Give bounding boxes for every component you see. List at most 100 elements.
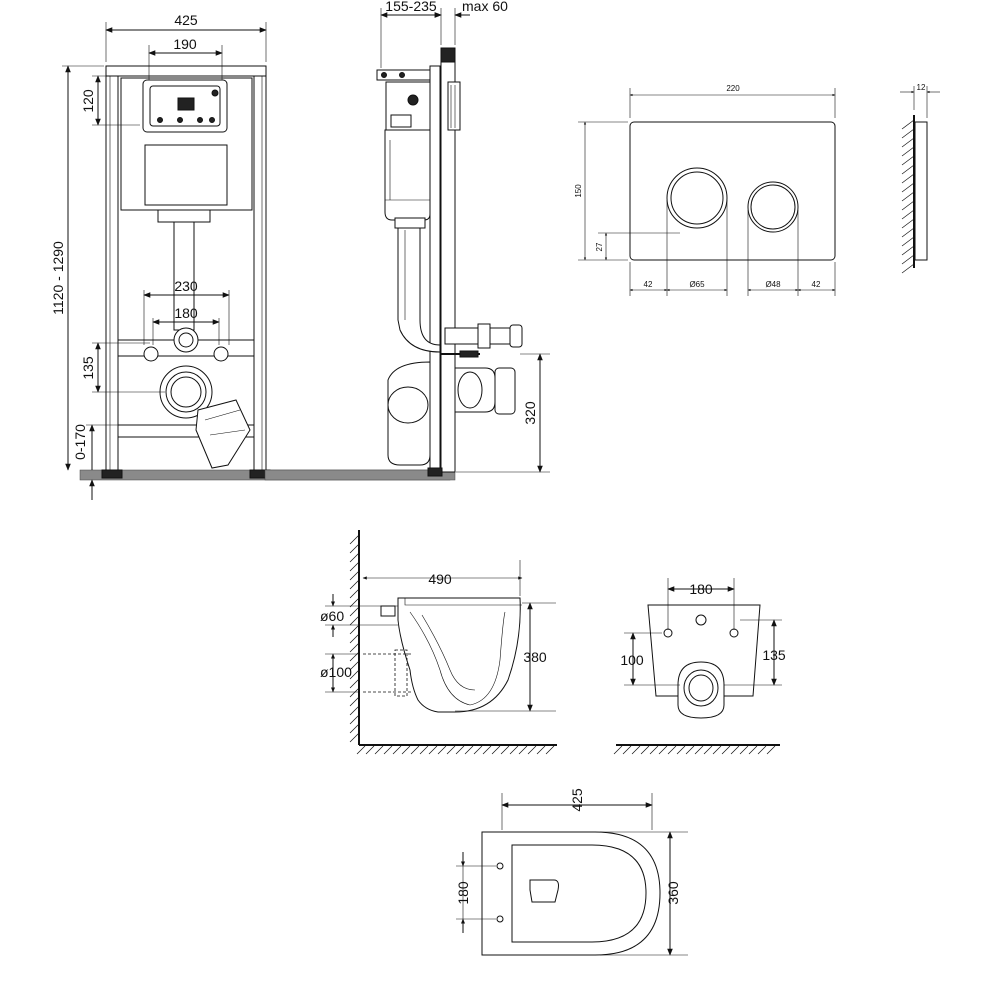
hatch-line <box>694 745 704 755</box>
bowl-back-floor-hatch <box>613 745 776 755</box>
dim-top-bolts: 180 <box>455 881 471 905</box>
dim-back-135: 135 <box>762 647 786 663</box>
dim-back-bolts: 180 <box>689 581 713 597</box>
hatch-line <box>545 745 555 755</box>
hatch-line <box>419 745 429 755</box>
dim-wall-max: max 60 <box>462 0 508 14</box>
hatch-line <box>901 227 915 238</box>
hatch-line <box>676 745 686 755</box>
dim-bowl-height: 380 <box>523 649 547 665</box>
hatch-line <box>349 732 360 743</box>
hatch-line <box>349 633 360 644</box>
hatch-line <box>901 146 915 157</box>
hatch-line <box>730 745 740 755</box>
dim-margin-right: 42 <box>812 280 821 289</box>
dim-135: 135 <box>80 356 96 380</box>
hatch-line <box>349 705 360 716</box>
hatch-line <box>527 745 537 755</box>
hatch-line <box>901 236 915 247</box>
bowl-side-view: 490 ø60 ø100 380 <box>320 530 557 755</box>
hatch-line <box>383 745 393 755</box>
frame-front-view: 425 190 120 1120 - 1290 230 180 135 0 <box>50 12 451 500</box>
hatch-line <box>649 745 659 755</box>
hatch-line <box>349 552 360 563</box>
dim-outer-pipes: 230 <box>174 278 198 294</box>
hatch-line <box>901 164 915 175</box>
dim-inner-pipes: 180 <box>174 305 198 321</box>
dim-plate-width: 220 <box>726 84 740 93</box>
left-upright <box>105 65 119 473</box>
dim-320: 320 <box>522 401 538 425</box>
hatch-line <box>473 745 483 755</box>
hatch-line <box>901 155 915 166</box>
hatch-line <box>392 745 402 755</box>
hatch-line <box>613 745 623 755</box>
hatch-line <box>349 624 360 635</box>
dim-bowl-length: 490 <box>428 571 452 587</box>
hatch-line <box>901 137 915 148</box>
dim-top-height: 120 <box>80 89 96 113</box>
hatch-line <box>464 745 474 755</box>
flush-plate-front: 220 150 27 42 Ø65 Ø48 42 <box>574 84 836 296</box>
hatch-line <box>901 209 915 220</box>
hatch-line <box>748 745 758 755</box>
hatch-line <box>703 745 713 755</box>
hatch-line <box>349 660 360 671</box>
hatch-line <box>365 745 375 755</box>
hatch-line <box>349 669 360 680</box>
frame-side-view: 155-235 max 60 320 <box>264 0 550 481</box>
hatch-line <box>446 745 456 755</box>
hatch-line <box>712 745 722 755</box>
hatch-line <box>901 128 915 139</box>
dim-pipe-outlet: ø100 <box>320 664 352 680</box>
dim-depth: 155-235 <box>385 0 437 14</box>
hatch-line <box>901 191 915 202</box>
hatch-line <box>901 245 915 256</box>
hatch-line <box>349 678 360 689</box>
side-cistern <box>384 129 431 221</box>
hatch-line <box>374 745 384 755</box>
dim-flush-width: 190 <box>173 36 197 52</box>
hatch-line <box>349 615 360 626</box>
bowl-top-view: 425 180 360 <box>455 788 688 956</box>
hatch-line <box>901 200 915 211</box>
hatch-line <box>349 597 360 608</box>
hatch-line <box>410 745 420 755</box>
hatch-line <box>658 745 668 755</box>
hatch-line <box>349 579 360 590</box>
hatch-line <box>349 588 360 599</box>
hatch-line <box>500 745 510 755</box>
dim-pipe-inlet: ø60 <box>320 608 344 624</box>
flush-plate <box>629 121 836 261</box>
hatch-line <box>518 745 528 755</box>
hatch-line <box>437 745 447 755</box>
hatch-line <box>349 561 360 572</box>
hatch-line <box>667 745 677 755</box>
hatch-line <box>721 745 731 755</box>
dim-frame-width: 425 <box>174 12 198 28</box>
dim-button-small: Ø48 <box>765 280 781 289</box>
dim-top-depth: 360 <box>665 881 681 905</box>
wall-hatch <box>901 119 915 274</box>
hatch-line <box>349 642 360 653</box>
bowl-drain <box>529 879 559 903</box>
hatch-line <box>349 534 360 545</box>
dim-margin-left: 42 <box>644 280 653 289</box>
hatch-line <box>901 254 915 265</box>
hatch-line <box>766 745 776 755</box>
bowl-side-wall-hatch <box>349 534 555 755</box>
hatch-line <box>757 745 767 755</box>
hatch-line <box>631 745 641 755</box>
hatch-line <box>901 263 915 274</box>
hatch-line <box>401 745 411 755</box>
hatch-line <box>349 570 360 581</box>
hatch-line <box>509 745 519 755</box>
dim-plate-offset: 27 <box>595 242 604 251</box>
hatch-line <box>622 745 632 755</box>
flush-plate-side: 12 <box>900 83 940 274</box>
dim-top-width: 425 <box>569 788 585 812</box>
dim-floor-range: 0-170 <box>72 424 88 460</box>
dim-plate-height: 150 <box>574 184 583 198</box>
hatch-line <box>428 745 438 755</box>
